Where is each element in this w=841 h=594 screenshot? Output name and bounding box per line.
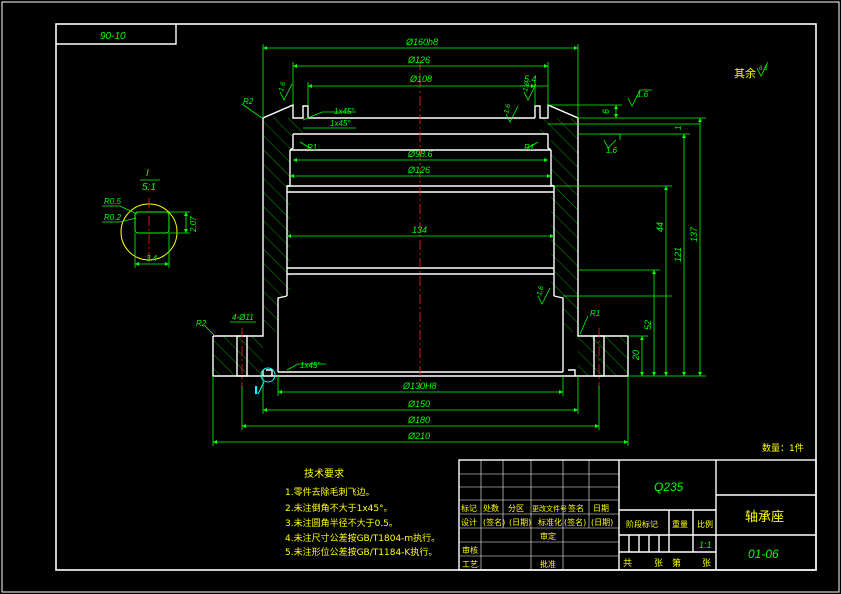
radius-r1-bottom: R1 [590,309,600,318]
radius-r1-left: R1 [307,143,317,152]
dim-d210: Ø210 [407,431,430,441]
tb-h-4: 签名 [568,503,584,513]
dim-d126-top: Ø126 [407,55,430,65]
title-block: 标记 处数 分区 更改文件号 签名 日期 设计 (签名) (日期) 标准化 (签… [458,459,817,571]
tb-material: Q235 [654,480,684,494]
dim-137: 137 [689,226,699,242]
roughness-symbols: 1.6 1.6 1.6 1.6 1.6 1.6 其余 6.3 [278,61,769,305]
detail-r05: R0.5 [104,197,121,206]
chamfer-a: 1x45° [334,107,355,116]
dim-hole: 4-Ø11 [232,313,254,322]
dim-d98-6: Ø98.6 [407,149,433,159]
tb-approve: 审定 [540,531,556,541]
tb-review: 审核 [462,545,478,555]
detail-marker-label: I [254,384,258,397]
tb-process: 工艺 [462,560,478,569]
dim-d130: Ø130H8 [402,381,437,391]
dim-d108: Ø108 [409,74,432,84]
corner-code-box [56,24,177,45]
roughness-c: 1.6 [503,103,512,114]
dim-5-4: 5.4 [524,74,537,84]
note-1: 1.零件去除毛刺飞边。 [285,486,375,498]
tb-scale-label: 比例 [697,519,713,529]
roughness-d: 1.6 [536,285,545,296]
detail-height: 2.07 [189,216,198,233]
tb-part-name: 轴承座 [745,510,784,525]
tb-drawing-no: 01-06 [748,547,779,561]
tb-h-1: 处数 [483,503,499,513]
dim-d180: Ø180 [407,415,430,425]
vertical-dimensions [548,104,706,377]
note-2: 2.未注倒角不大于1x45°。 [285,502,393,514]
detail-width: 3.4 [146,254,158,263]
radius-r2-bottom: R2 [196,319,207,328]
tb-weight-label: 重量 [672,519,688,529]
tb-page-sheets: 张 [702,558,711,569]
tb-stage-label: 阶段标记 [626,519,658,529]
radius-r1-right: R1 [524,143,534,152]
flat-label: 1.6 [606,146,618,155]
dim-d160: Ø160h8 [405,37,438,47]
radius-r2-top: R2 [243,97,254,106]
technical-notes: 技术要求 1.零件去除毛刺飞边。 2.未注倒角不大于1x45°。 3.未注圆角半… [285,442,804,558]
part-outline [212,103,629,377]
rest-roughness-value: 6.3 [759,66,768,72]
tb-d-2: (日期) [509,518,531,527]
tb-d-3: 标准化 [538,517,562,527]
dim-52: 52 [643,320,653,330]
dim-d126-mid: Ø126 [407,165,430,175]
tb-total: 共 [623,558,632,569]
tb-sheets: 张 [654,558,663,569]
dim-134: 134 [412,225,427,235]
dim-121: 121 [673,247,683,262]
chamfer-b: 1x45° [330,119,351,128]
tb-d-5: (日期) [591,518,613,527]
note-3: 3.未注圆角半径不大于0.5。 [285,517,398,529]
dim-44: 44 [655,222,665,232]
chamfer-bottom: 1x45° [300,361,321,370]
corner-code: 90-10 [100,31,126,42]
tb-d-4: (签名) [564,517,586,527]
dim-6: 6 [601,109,611,114]
detail-view: I 5:1 3.4 2.07 R0.5 R0.2 [102,168,198,268]
tb-d-1: (签名) [483,517,505,527]
tb-h-0: 标记 [461,503,477,513]
inner-frame [55,23,817,571]
tb-h-3: 更改文件号 [532,504,567,513]
detail-marker: I [254,367,276,397]
dim-d150: Ø150 [407,399,430,409]
dim-20: 20 [631,350,641,361]
tb-page: 第 [672,557,681,569]
note-4: 4.未注尺寸公差按GB/T1804-m执行。 [285,532,440,544]
horizontal-dimension-texts: Ø160h8 Ø126 Ø108 5.4 Ø98.6 Ø126 134 Ø130… [232,37,537,441]
leader-texts: 1x45° 1x45° 1x45° R2 R2 R1 R1 R1 [196,97,600,370]
detail-r02: R0.2 [104,213,121,222]
vertical-dimension-texts: 137 121 44 52 20 6 1 [601,109,699,361]
tb-d-0: 设计 [461,517,477,527]
note-5: 5.未注形位公差按GB/T1184-K执行。 [285,546,437,558]
dim-1: 1 [674,126,683,130]
rest-roughness-label: 其余 [734,66,756,80]
quantity: 数量：1件 [762,442,804,454]
roughness-a: 1.6 [278,81,287,92]
tb-ratify: 批准 [540,559,556,569]
tb-h-2: 分区 [508,504,524,513]
section-hatch [213,118,628,376]
detail-title: I [146,168,149,179]
leaders [204,103,700,371]
horizontal-dimensions [212,44,629,446]
notes-title: 技术要求 [304,467,344,480]
detail-scale: 5:1 [142,182,156,193]
roughness-e: 1.6 [637,90,649,99]
roughness-b: 1.6 [522,81,531,92]
tb-h-5: 日期 [593,504,609,513]
center-lines [241,60,600,390]
tb-scale-value: 1:1 [699,540,712,550]
